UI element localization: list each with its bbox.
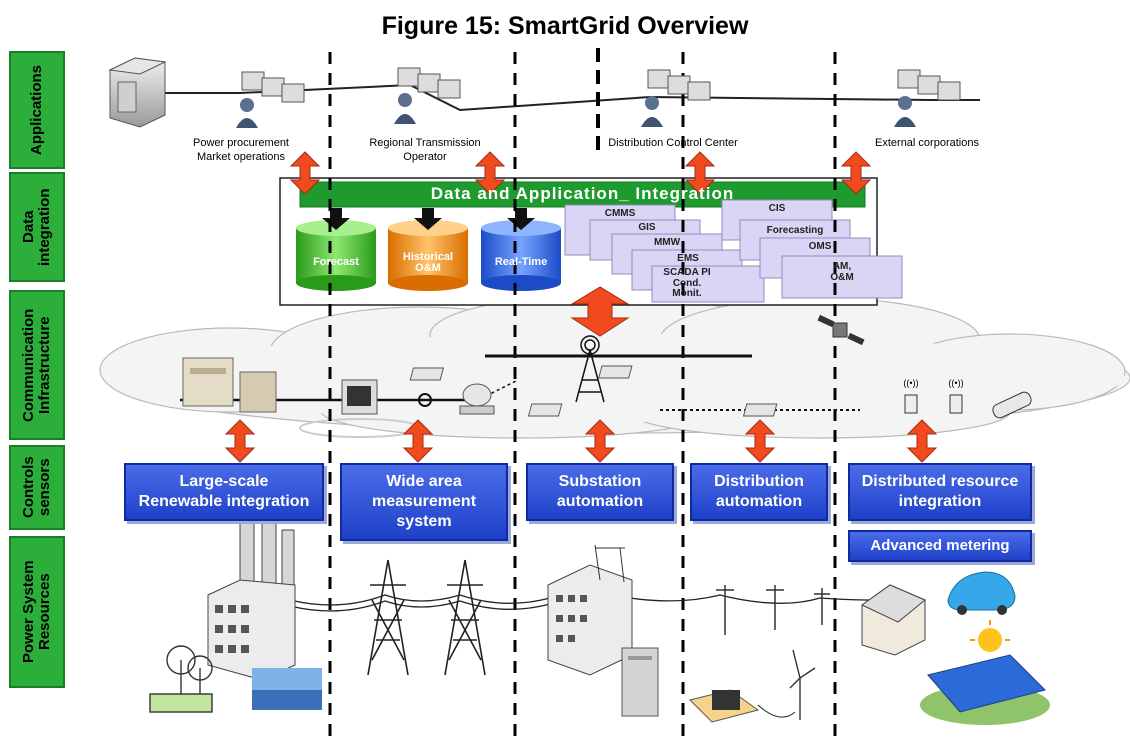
router-icon (742, 403, 778, 417)
module-forecasting: Forecasting (766, 225, 824, 236)
module-am-om: AM, O&M (830, 261, 854, 283)
operator-workstation-icon (394, 67, 461, 124)
layer-applications: Applications (9, 51, 65, 169)
database-realtime-label: Real-Time (494, 256, 548, 268)
operator-workstation-icon (236, 71, 305, 128)
satellite-icon (817, 314, 865, 346)
capability-line: integration (898, 493, 982, 510)
capability-line: Renewable integration (138, 493, 310, 510)
label-line: Market operations (196, 150, 286, 163)
database-forecast-label: Forecast (313, 256, 359, 268)
module-oms: OMS (808, 241, 832, 252)
module-gis: GIS (638, 222, 656, 233)
database-historical-cylinder (388, 220, 468, 291)
down-arrows (322, 208, 535, 230)
figure-title: Figure 15: SmartGrid Overview (381, 12, 749, 40)
rooftop-solar-icon (920, 654, 1050, 725)
transmission-tower-icon (367, 559, 409, 676)
modules-left (564, 204, 765, 303)
power-line (289, 594, 871, 612)
database-realtime-cylinder (481, 220, 561, 291)
wind-turbines-icon (149, 645, 213, 713)
battery-icon (689, 689, 796, 723)
switch-cabinet-icon (341, 379, 378, 415)
capability-wide-area-measurement: Wide area measurement system (340, 463, 508, 541)
electric-car-icon (947, 571, 1016, 615)
capability-line: Wide area (386, 473, 462, 490)
capability-line: system (396, 513, 452, 530)
router-icon (598, 365, 633, 379)
label-external-corporations: External corporations (875, 137, 979, 149)
distribution-pole-icon (716, 585, 830, 635)
module-cmms: CMMS (604, 208, 636, 219)
capability-advanced-metering: Advanced metering (848, 530, 1032, 562)
label-line: Operator (403, 150, 447, 163)
substation-building-icon (547, 544, 633, 676)
router-icon (527, 403, 563, 417)
svg-text:((•)): ((•)) (903, 378, 918, 388)
capability-substation-automation: Substation automation (526, 463, 674, 521)
module-mmw: MMW (653, 237, 681, 248)
solar-farm-icon (252, 668, 322, 710)
capability-line: automation (556, 493, 644, 510)
modules-right (721, 199, 903, 299)
capability-line: Large-scale (179, 473, 269, 490)
operator-workstation-icon (641, 69, 711, 127)
satellite-dish-icon (459, 383, 495, 415)
storage-cabinet-icon (621, 647, 659, 717)
label-line: Regional Transmission (369, 137, 481, 149)
antenna-icon: ((•)) (948, 378, 964, 414)
server-rack-icon (182, 357, 277, 413)
capability-distribution-automation: Distribution automation (690, 463, 828, 521)
label-regional-transmission: Regional Transmission Operator (355, 137, 495, 165)
transmission-tower-icon (444, 559, 486, 676)
label-line: Power procurement (193, 137, 289, 149)
server-icon (108, 57, 167, 128)
sun-icon (970, 620, 1010, 652)
capability-line: Distribution (714, 473, 804, 490)
database-historical-label: Historical O&M (402, 251, 454, 274)
capability-distributed-resource: Distributed resource integration (848, 463, 1032, 521)
layer-communication: Communication Infrastructure (9, 290, 65, 440)
house-icon (861, 584, 926, 656)
label-distribution-control-center: Distribution Control Center (608, 137, 738, 149)
capability-line: automation (715, 493, 803, 510)
layer-data-integration: Data integration (9, 172, 65, 282)
application-network-line (160, 83, 980, 112)
layer-power-system: Power System Resources (9, 536, 65, 688)
mobile-phone-icon (992, 391, 1032, 419)
module-ems: EMS (677, 253, 699, 264)
integration-bar-title: Data and Application_ Integration (430, 184, 735, 203)
capability-line: Substation (558, 473, 642, 490)
module-scada: SCADA PI Cond. Monit. (663, 267, 711, 299)
power-plant-icon (207, 519, 296, 681)
radio-tower-icon (575, 335, 605, 403)
capability-line: measurement (371, 493, 477, 510)
operator-workstation-icon (894, 69, 961, 127)
router-icon (409, 367, 445, 381)
small-wind-turbine-icon (789, 649, 816, 720)
svg-text:((•)): ((•)) (948, 378, 963, 388)
red-arrows (224, 151, 938, 463)
antenna-icon: ((•)) (903, 378, 919, 414)
database-forecast-cylinder (296, 220, 376, 291)
dashed-dividers (328, 52, 837, 738)
module-cis: CIS (768, 203, 786, 214)
layer-controls-sensors: Controls sensors (9, 445, 65, 530)
label-power-procurement: Power procurement Market operations (176, 137, 306, 165)
capability-line: Distributed resource (861, 473, 1019, 490)
